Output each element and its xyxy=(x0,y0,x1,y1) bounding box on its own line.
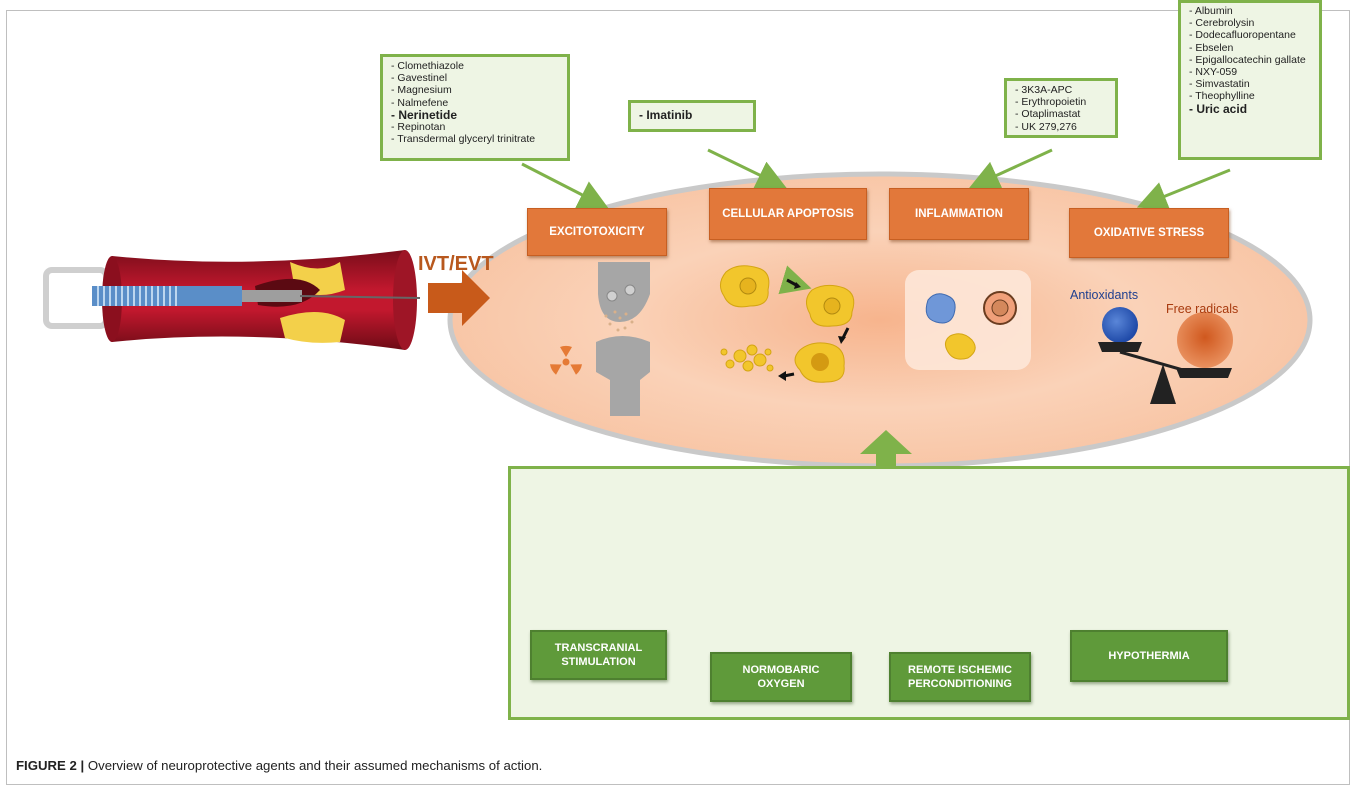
caption-label: FIGURE 2 | xyxy=(16,758,85,773)
drug-item: - Theophylline xyxy=(1189,90,1255,103)
blood-vessel-illustration xyxy=(43,250,421,350)
drug-item: - Erythropoietin xyxy=(1015,96,1087,109)
oxidative-drug-box: - Albumin - Cerebrolysin - Dodecafluorop… xyxy=(1178,0,1322,160)
drug-item: - Nalmefene xyxy=(391,96,449,109)
therapy-remote-ischemic-perconditioning: REMOTE ISCHEMIC PERCONDITIONING xyxy=(889,652,1031,702)
drug-item: - Dodecafluoropentane xyxy=(1189,29,1296,42)
drug-item: - Albumin xyxy=(1189,5,1233,17)
drug-item: - Cerebrolysin xyxy=(1189,17,1255,30)
mechanism-oxidative-stress: OXIDATIVE STRESS xyxy=(1069,208,1229,258)
mechanism-inflammation: INFLAMMATION xyxy=(889,188,1029,240)
balance-scale-illustration xyxy=(1098,307,1233,404)
synapse-illustration xyxy=(596,262,650,416)
mechanism-cellular-apoptosis: CELLULAR APOPTOSIS xyxy=(709,188,867,240)
free-radicals-label: Free radicals xyxy=(1166,302,1238,316)
drug-item: - Gavestinel xyxy=(391,72,448,85)
mechanism-excitotoxicity: EXCITOTOXICITY xyxy=(527,208,667,256)
drug-item-highlighted: - Nerinetide xyxy=(391,107,458,122)
drug-item: - Repinotan xyxy=(391,121,446,134)
inflammation-drug-box: - 3K3A-APC - Erythropoietin - Otaplimast… xyxy=(1004,78,1118,138)
drug-item-highlighted: - Imatinib xyxy=(639,108,693,122)
drug-item: - Transdermal glyceryl trinitrate xyxy=(391,133,536,146)
figure-caption: FIGURE 2 | Overview of neuroprotective a… xyxy=(16,758,542,773)
drug-item: - 3K3A-APC xyxy=(1015,84,1073,96)
drug-item: - Magnesium xyxy=(391,84,452,97)
drug-arrows xyxy=(521,148,1231,211)
antioxidants-label: Antioxidants xyxy=(1070,288,1138,302)
drug-item: - Ebselen xyxy=(1189,41,1234,54)
therapy-hypothermia: HYPOTHERMIA xyxy=(1070,630,1228,682)
inflammation-cells xyxy=(905,270,1031,370)
caption-text: Overview of neuroprotective agents and t… xyxy=(84,758,543,773)
apoptosis-drug-box: - Imatinib xyxy=(628,100,756,132)
drug-item: - Epigallocatechin gallate xyxy=(1189,53,1306,66)
radiation-icon xyxy=(550,345,582,375)
therapy-transcranial-stimulation: TRANSCRANIAL STIMULATION xyxy=(530,630,667,680)
figure-frame xyxy=(6,10,1350,785)
apoptosis-cells xyxy=(720,265,855,383)
ivt-evt-label: IVT/EVT xyxy=(418,253,494,275)
drug-item: - NXY-059 xyxy=(1189,66,1238,79)
excitotoxicity-drug-box: - Clomethiazole - Gavestinel - Magnesium… xyxy=(380,54,570,161)
drug-item: - Otaplimastat xyxy=(1015,108,1081,121)
drug-item: - UK 279,276 xyxy=(1015,120,1077,133)
green-up-arrow xyxy=(860,430,912,466)
drug-item: - Simvastatin xyxy=(1189,78,1250,91)
drug-item: - Clomethiazole xyxy=(391,60,464,72)
therapy-normobaric-oxygen: NORMOBARIC OXYGEN xyxy=(710,652,852,702)
drug-item-highlighted: - Uric acid xyxy=(1189,101,1248,116)
ivt-arrow xyxy=(428,270,490,326)
